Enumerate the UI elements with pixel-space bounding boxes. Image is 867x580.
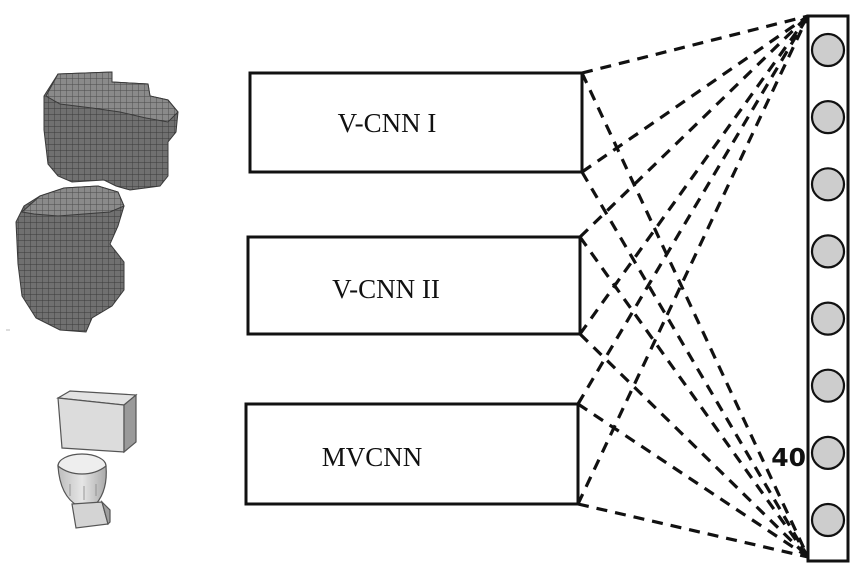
connector-line — [577, 502, 809, 559]
output-node — [810, 368, 846, 403]
model-label: MVCNN — [322, 442, 423, 472]
connector-line — [576, 15, 810, 505]
connector-line — [580, 72, 810, 558]
connector-line — [577, 402, 809, 559]
connector-line — [581, 14, 809, 75]
connector-line — [578, 236, 810, 558]
output-node — [810, 435, 846, 470]
connector-line — [578, 15, 810, 335]
output-node — [810, 32, 846, 68]
model-box-mvcnn: MVCNN — [244, 402, 580, 506]
connector-line — [576, 15, 810, 405]
connector-line — [580, 171, 810, 558]
connector-line — [578, 14, 810, 239]
output-node — [810, 234, 846, 269]
output-layer: 40 — [771, 14, 850, 563]
voxel-object-icon — [6, 71, 179, 333]
toilet-mesh-icon — [56, 390, 138, 529]
output-node — [810, 167, 846, 202]
output-node — [810, 301, 846, 336]
model-box-vcnn-1: V-CNN I — [248, 71, 584, 174]
model-box-vcnn-2: V-CNN II — [246, 235, 582, 336]
model-label: V-CNN II — [332, 274, 440, 304]
connector-line — [578, 332, 810, 559]
connector-line — [581, 14, 809, 174]
output-count-label: 40 — [771, 443, 806, 472]
connector-lines — [576, 14, 810, 559]
model-label: V-CNN I — [338, 108, 437, 138]
output-nodes — [810, 32, 846, 538]
output-node — [810, 502, 846, 538]
output-node — [810, 99, 846, 135]
